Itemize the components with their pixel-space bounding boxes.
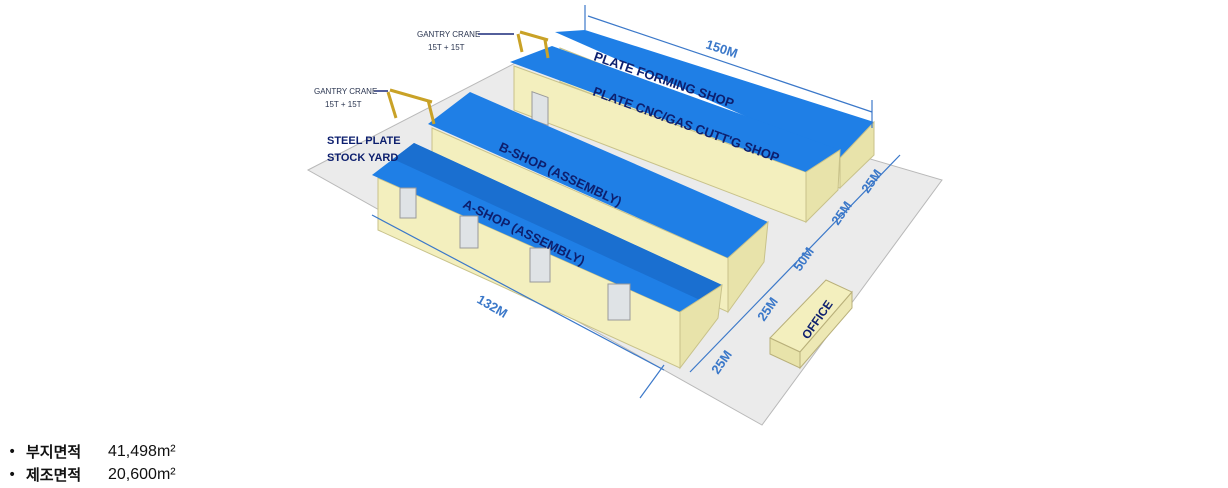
bullet-icon: • <box>8 443 17 460</box>
gantry-crane-2 <box>386 88 436 125</box>
crane-2-name: GANTRY CRANE <box>314 87 377 96</box>
crane-1-capacity: 15T + 15T <box>428 43 465 52</box>
fact-label: 제조면적 <box>26 466 82 484</box>
fact-label: 부지면적 <box>26 443 82 461</box>
bullet-icon: • <box>8 466 17 483</box>
fact-site-area: • 부지면적 41,498m² <box>8 440 176 463</box>
fact-manufacturing-area: • 제조면적 20,600m² <box>8 463 176 486</box>
gantry-crane-1 <box>516 30 550 59</box>
office-building: OFFICE <box>769 279 853 370</box>
dimension-lines <box>371 5 901 399</box>
stock-yard-label-1: STEEL PLATE <box>327 135 401 147</box>
crane-1-name: GANTRY CRANE <box>417 30 480 39</box>
crane-2-capacity: 15T + 15T <box>325 100 362 109</box>
fact-value: 41,498m² <box>108 442 176 460</box>
stock-yard-label-2: STOCK YARD <box>327 152 398 164</box>
building-plate-cnc-shop <box>510 46 841 224</box>
dimension-132m: 132M <box>475 292 511 321</box>
facility-facts: • 부지면적 41,498m² • 제조면적 20,600m² <box>8 440 176 486</box>
building-a-shop <box>372 143 723 370</box>
fact-value: 20,600m² <box>108 465 176 483</box>
